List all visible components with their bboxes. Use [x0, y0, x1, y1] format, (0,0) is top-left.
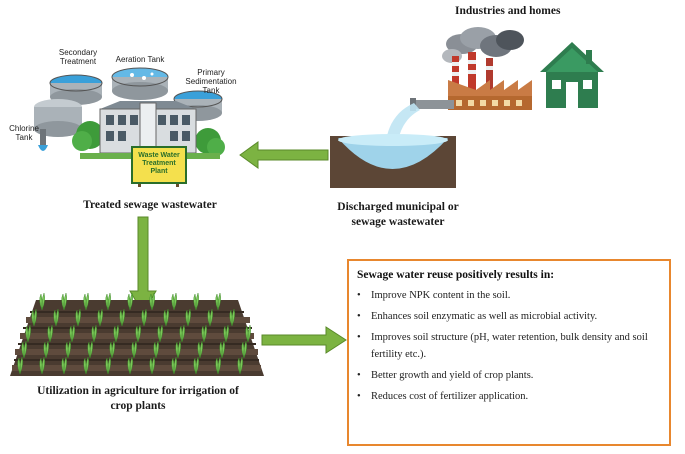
crop-sprout — [149, 356, 155, 375]
crop-sprout — [105, 356, 111, 375]
house-icon — [540, 42, 604, 108]
benefit-item: Better growth and yield of crop plants. — [357, 367, 663, 384]
crop-sprout — [171, 292, 177, 311]
crop-sprout — [127, 292, 133, 311]
crop-sprout — [241, 340, 247, 359]
benefit-item: Improve NPK content in the soil. — [357, 287, 663, 304]
arrow-left-to-plant — [239, 141, 329, 169]
crop-sprout — [65, 340, 71, 359]
crop-sprout — [69, 324, 75, 343]
crop-sprout — [215, 356, 221, 375]
crop-sprout — [215, 292, 221, 311]
crop-sprout — [119, 308, 125, 327]
crop-sprout — [185, 308, 191, 327]
treatment-plant-illustration — [34, 67, 225, 187]
crop-sprout — [153, 340, 159, 359]
crop-field-illustration — [10, 292, 264, 376]
industries-label: Industries and homes — [455, 5, 561, 17]
crop-sprout — [53, 308, 59, 327]
crop-sprout — [229, 308, 235, 327]
crop-sprout — [223, 324, 229, 343]
crop-sprout — [179, 324, 185, 343]
benefits-box: Sewage water reuse positively results in… — [347, 259, 671, 446]
benefit-item: Reduces cost of fertilizer application. — [357, 388, 663, 405]
crop-sprout — [127, 356, 133, 375]
arrow-right-to-benefits — [261, 326, 347, 354]
crop-sprout — [113, 324, 119, 343]
factory-illustration — [410, 27, 532, 111]
crop-sprout — [245, 324, 251, 343]
crop-sprout — [237, 356, 243, 375]
crop-sprout — [149, 292, 155, 311]
aeration-tank-label: Aeration Tank — [115, 55, 165, 64]
crop-sprout — [31, 308, 37, 327]
utilization-label: Utilization in agriculture for irrigatio… — [37, 385, 239, 412]
crop-sprout — [83, 356, 89, 375]
crop-sprout — [157, 324, 163, 343]
crop-sprout — [25, 324, 31, 343]
discharged-wastewater-label: Discharged municipal or sewage wastewate… — [337, 201, 459, 228]
crop-sprout — [141, 308, 147, 327]
treated-wastewater-label: Treated sewage wastewater — [83, 199, 217, 211]
crop-sprout — [61, 292, 67, 311]
crop-sprout — [201, 324, 207, 343]
benefit-item: Enhances soil enzymatic as well as micro… — [357, 308, 663, 325]
crop-sprout — [83, 292, 89, 311]
crop-sprout — [193, 356, 199, 375]
crop-sprout — [197, 340, 203, 359]
crop-sprout — [109, 340, 115, 359]
crop-sprout — [43, 340, 49, 359]
crop-sprout — [175, 340, 181, 359]
crop-sprout — [21, 340, 27, 359]
crop-sprout — [171, 356, 177, 375]
crop-sprout — [39, 292, 45, 311]
crop-sprout — [193, 292, 199, 311]
crop-sprout — [219, 340, 225, 359]
crop-sprout — [131, 340, 137, 359]
benefit-item: Improves soil structure (pH, water reten… — [357, 329, 663, 363]
discharge-basin — [330, 103, 456, 188]
crop-sprout — [91, 324, 97, 343]
crop-sprout — [135, 324, 141, 343]
benefits-list: Improve NPK content in the soil. Enhance… — [357, 287, 663, 405]
crop-sprout — [17, 356, 23, 375]
crop-sprout — [163, 308, 169, 327]
crop-sprout — [61, 356, 67, 375]
crop-sprout — [105, 292, 111, 311]
crop-sprout — [39, 356, 45, 375]
crop-sprout — [207, 308, 213, 327]
crop-sprout — [87, 340, 93, 359]
crop-sprout — [47, 324, 53, 343]
benefits-title: Sewage water reuse positively results in… — [357, 269, 555, 281]
crop-sprout — [97, 308, 103, 327]
crop-sprout — [75, 308, 81, 327]
